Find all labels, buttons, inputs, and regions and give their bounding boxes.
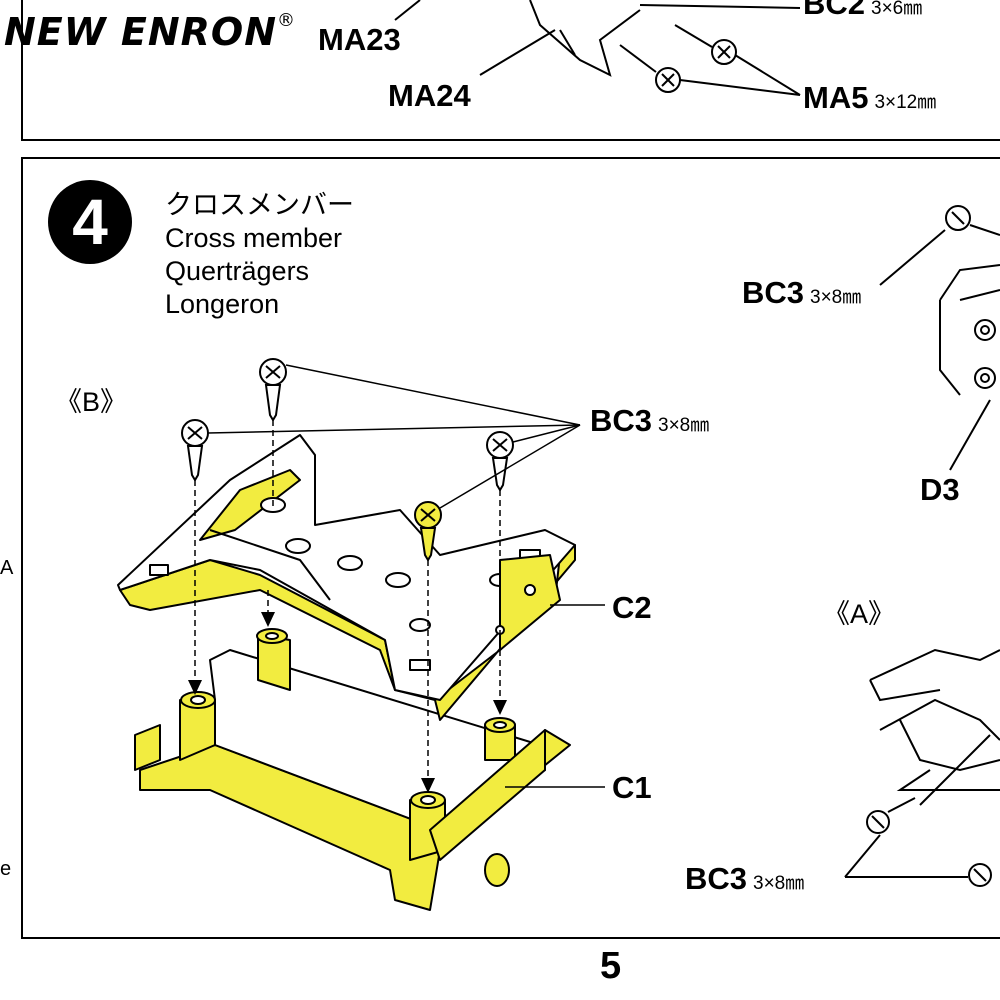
brand-reg-mark: ® (277, 10, 297, 31)
callout-d3: D3 (920, 472, 960, 507)
edge-text-e: e (0, 858, 12, 880)
step-title-english: Cross member (165, 223, 343, 253)
part-size-ma5: 3×12㎜ (874, 92, 937, 113)
page-number: 5 (600, 945, 622, 987)
callout-c1: C1 (612, 770, 652, 805)
part-label-ma24: MA24 (388, 78, 471, 113)
brand-watermark: NEW ENRON® (4, 10, 296, 54)
brand-name: NEW ENRON (4, 10, 278, 54)
step-title-german: Querträgers (165, 256, 310, 286)
edge-text-a: A (0, 557, 14, 579)
step-title-french: Longeron (165, 289, 280, 319)
step-number-badge: 4 (48, 180, 132, 264)
step-panel (21, 157, 1000, 939)
step-title-block: クロスメンバー Cross member Querträgers Longero… (165, 189, 354, 321)
part-size-bc2: 3×6㎜ (871, 0, 923, 19)
step-title-japanese: クロスメンバー (165, 190, 354, 221)
top-panel (21, 0, 1000, 141)
view-label-b: 《B》 (55, 387, 128, 417)
callout-c2: C2 (612, 590, 652, 625)
view-label-a: 《A》 (823, 599, 896, 629)
part-label-ma23: MA23 (318, 22, 401, 57)
